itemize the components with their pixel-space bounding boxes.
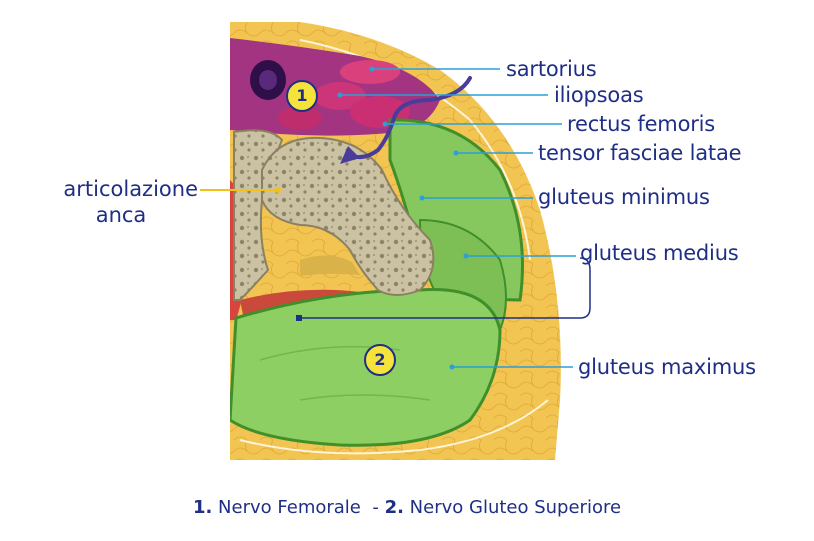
legend: 1. Nervo Femorale - 2. Nervo Gluteo Supe…: [0, 497, 814, 518]
badge-two: 2: [364, 344, 396, 376]
label-gluteus-medius: gluteus medius: [580, 241, 739, 265]
nerve-arrow-icon: [340, 146, 360, 164]
label-articolazione-line2: anca: [95, 203, 147, 227]
label-rectus-femoris: rectus femoris: [567, 112, 716, 136]
label-gluteus-minimus: gluteus minimus: [538, 185, 710, 209]
sartorius-muscle: [340, 60, 400, 84]
femoral-head: [261, 136, 435, 296]
legend-num-2: 2.: [384, 497, 404, 518]
leader-lines: [200, 66, 591, 370]
acetabulum-bone: [233, 129, 284, 301]
label-tensor-fasciae-latae: tensor fasciae latae: [538, 141, 742, 165]
legend-text-2: Nervo Gluteo Superiore: [409, 497, 622, 518]
label-sartorius: sartorius: [506, 57, 597, 81]
label-gluteus-maximus: gluteus maximus: [578, 355, 756, 379]
legend-text-1: Nervo Femorale: [218, 497, 361, 518]
femoral-nerve-path: [348, 76, 472, 160]
label-articolazione-line1: articolazione: [63, 177, 198, 201]
tissue-layers: [230, 22, 561, 460]
legend-separator: -: [372, 497, 379, 518]
label-articolazione-anca: articolazione anca: [20, 176, 198, 228]
label-iliopsoas: iliopsoas: [554, 83, 644, 107]
legend-num-1: 1.: [192, 497, 213, 518]
badge-one: 1: [286, 80, 318, 112]
